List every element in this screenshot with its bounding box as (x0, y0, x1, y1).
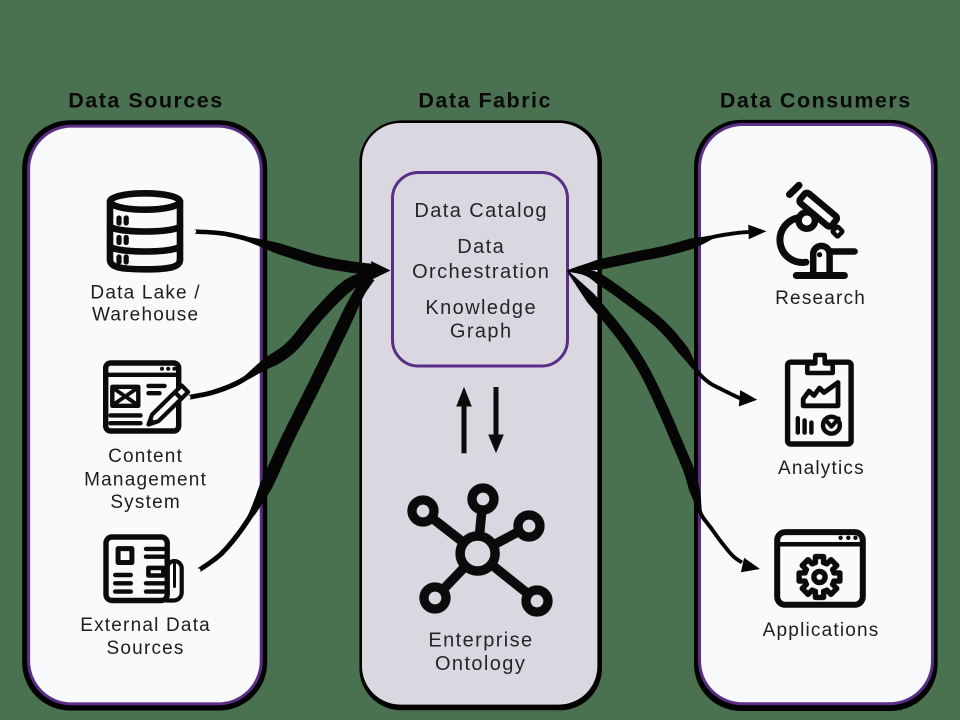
svg-text:Sources: Sources (107, 638, 185, 659)
svg-text:Analytics: Analytics (778, 458, 865, 479)
svg-text:Data: Data (457, 236, 505, 258)
svg-text:Data Sources: Data Sources (68, 89, 223, 113)
svg-text:Research: Research (775, 288, 866, 309)
svg-text:Enterprise: Enterprise (428, 630, 533, 652)
svg-text:Data Catalog: Data Catalog (414, 200, 548, 222)
svg-text:External Data: External Data (80, 615, 211, 636)
svg-text:Knowledge: Knowledge (425, 297, 537, 319)
svg-text:Warehouse: Warehouse (92, 305, 199, 326)
svg-text:Orchestration: Orchestration (412, 261, 550, 283)
svg-text:System: System (110, 492, 181, 513)
svg-text:Management: Management (84, 469, 207, 490)
svg-text:Content: Content (108, 446, 183, 467)
svg-text:Ontology: Ontology (435, 653, 526, 675)
svg-text:Data Lake /: Data Lake / (90, 283, 200, 304)
svg-text:Graph: Graph (450, 321, 513, 343)
svg-text:Data Consumers: Data Consumers (720, 89, 912, 113)
svg-text:Applications: Applications (763, 620, 880, 641)
svg-text:Data Fabric: Data Fabric (418, 89, 552, 113)
